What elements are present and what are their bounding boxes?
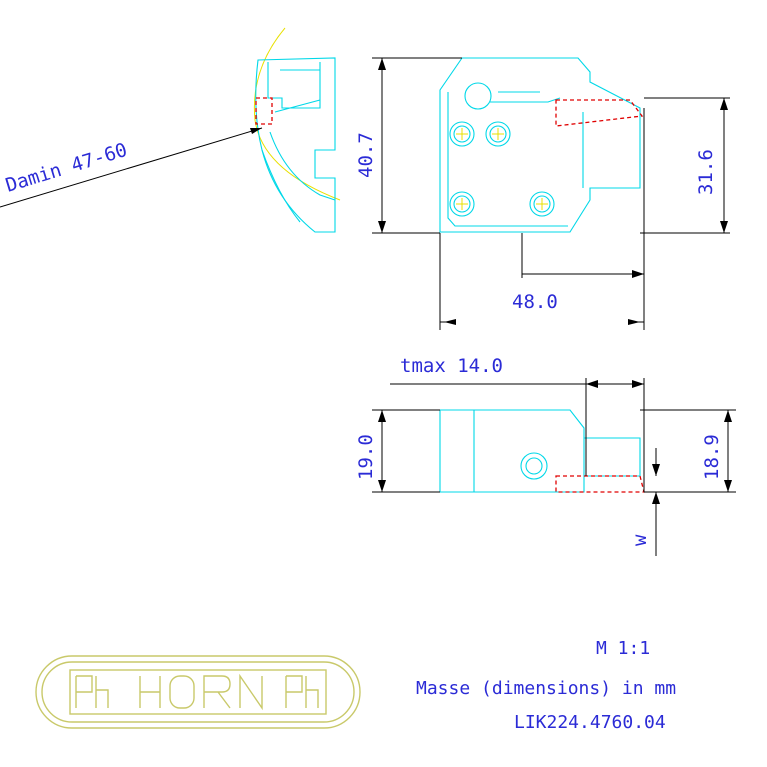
height-cut-label: 31.6 [695,149,717,195]
screw-hole [449,121,475,147]
tmax-label: tmax 14.0 [400,355,503,377]
top-view [439,409,645,493]
dim-48-0 [439,108,645,330]
width-18-label: 18.9 [701,434,723,480]
dim-18-9 [640,409,736,493]
width-19-label: 19.0 [355,434,377,480]
w-label: w [629,534,651,546]
units-label: Masse (dimensions) in mm [416,678,676,699]
screw-hole [449,191,475,217]
scale-label: M 1:1 [596,638,650,659]
dim-31-6 [640,97,730,234]
side-view [0,27,341,233]
part-number-label: LIK224.4760.04 [514,712,666,733]
horn-logo [35,655,361,729]
length-label: 48.0 [512,291,558,313]
screw-hole [485,121,511,147]
front-view [439,57,644,233]
dim-w [652,448,660,556]
damin-label: Damin 47-60 [3,139,130,197]
height-total-label: 40.7 [355,132,377,178]
dim-40-7 [372,57,462,234]
dim-19-0 [372,409,440,493]
dim-tmax [390,378,645,492]
screw-hole [529,191,555,217]
